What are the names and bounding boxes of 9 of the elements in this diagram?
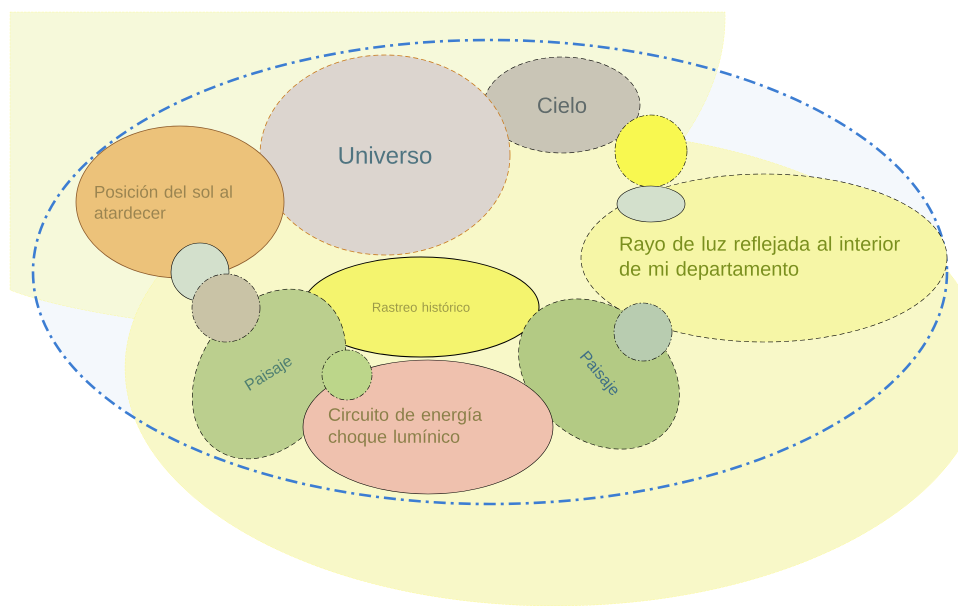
circle-shape	[322, 350, 372, 400]
ellipse-node: Posición del sol al atardecer	[76, 126, 284, 278]
ellipse-node: Cielo	[484, 56, 640, 154]
circle-shape	[614, 114, 688, 188]
circle-shape	[192, 274, 260, 342]
ellipse-node: Circuito de energía choque lumínico	[302, 360, 554, 494]
ellipse-node: Universo	[260, 54, 510, 256]
ellipse-node: Rayo de luz reflejada al interior de mi departamento	[580, 174, 948, 342]
ellipse-node: Rastreo histórico	[302, 256, 540, 358]
